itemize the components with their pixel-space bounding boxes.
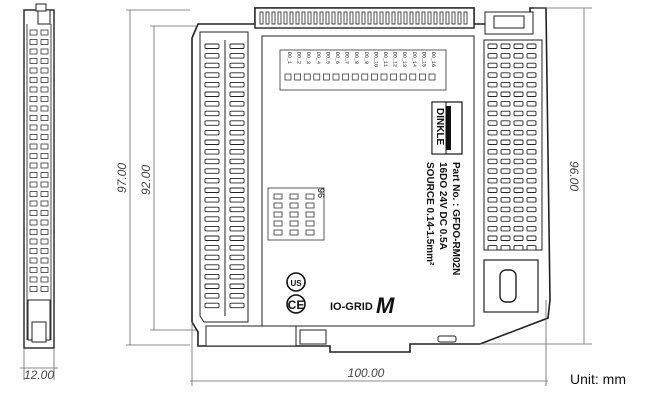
right-height-dimension: 96.00 bbox=[480, 7, 592, 345]
pin-label: DO_11 bbox=[382, 52, 388, 67]
certification-icon bbox=[286, 272, 306, 292]
pin-label: DO_16 bbox=[430, 52, 436, 67]
series-logo: IO-GRID M bbox=[330, 293, 395, 318]
brand-text: DINKLE bbox=[434, 108, 445, 146]
left-vent-slots bbox=[204, 43, 245, 309]
svg-text:US: US bbox=[290, 279, 302, 288]
front-width-dimension: 100.00 bbox=[190, 300, 548, 386]
pin-label: DO_12 bbox=[392, 52, 398, 67]
series-logo-text: IO-GRID bbox=[330, 301, 373, 313]
device-text-block: Part No. : GFDO-RM02N 16DO 24V DC 0.5A S… bbox=[424, 162, 461, 275]
unit-label: Unit: mm bbox=[570, 371, 626, 387]
right-vent-slots bbox=[487, 43, 537, 251]
certification-marks: US CE bbox=[286, 272, 306, 314]
pin-label: DO_5 bbox=[324, 52, 330, 64]
pin-label: DO_14 bbox=[411, 52, 417, 67]
pin-label: DO_10 bbox=[372, 52, 378, 67]
side-vent-slots bbox=[29, 29, 49, 292]
usb-port-icon bbox=[499, 269, 517, 303]
outer-height-text: 97.00 bbox=[115, 163, 129, 193]
internal-connector bbox=[267, 187, 325, 241]
side-width-dimension: 12.00 bbox=[20, 348, 58, 382]
pin-label: DO_9 bbox=[363, 52, 369, 64]
ce-mark: CE bbox=[288, 298, 305, 312]
pin-label: DO_1 bbox=[286, 52, 292, 64]
side-width-text: 12.00 bbox=[24, 368, 54, 382]
outer-height-dimension: 97.00 bbox=[115, 9, 190, 346]
right-height-text: 96.00 bbox=[567, 161, 581, 191]
pin-label: DO_13 bbox=[401, 52, 407, 67]
pin-label: DO_8 bbox=[353, 52, 359, 64]
pin-number-text: 96 bbox=[316, 188, 326, 198]
pin-label: DO_6 bbox=[334, 52, 340, 64]
side-view bbox=[23, 3, 55, 349]
pin-label: DO_2 bbox=[296, 52, 302, 64]
pin-label: DO_15 bbox=[420, 52, 426, 67]
source-text: SOURCE 0.14-1.5mm² bbox=[424, 162, 435, 266]
brand-logo: DINKLE bbox=[431, 101, 463, 155]
pin-label: DO_4 bbox=[315, 52, 321, 64]
top-connector-teeth bbox=[259, 11, 468, 25]
front-width-text: 100.00 bbox=[348, 366, 385, 380]
inner-height-text: 92.00 bbox=[139, 165, 153, 195]
pin-label: DO_7 bbox=[344, 52, 350, 64]
pin-label: DO_3 bbox=[305, 52, 311, 64]
rating-text: 16DO 24V DC 0.5A bbox=[437, 162, 448, 250]
series-mark: M bbox=[376, 293, 395, 318]
part-number-text: Part No. : GFDO-RM02N bbox=[450, 162, 461, 275]
inner-height-dimension: 92.00 bbox=[139, 25, 196, 331]
